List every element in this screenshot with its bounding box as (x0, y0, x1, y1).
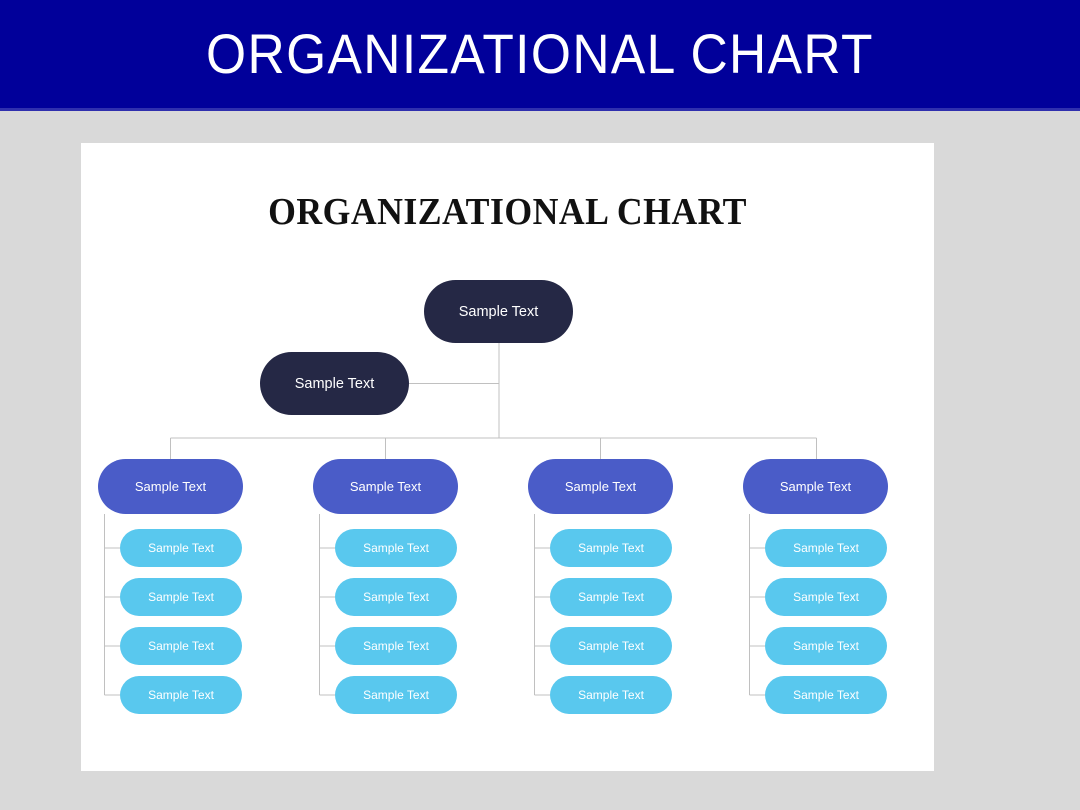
node-leaf-0-0-label: Sample Text (148, 541, 214, 555)
node-leaf-0-0[interactable]: Sample Text (120, 529, 242, 567)
node-leaf-1-3[interactable]: Sample Text (335, 676, 457, 714)
banner-underline (0, 108, 1080, 111)
header-banner: ORGANIZATIONAL CHART (0, 0, 1080, 108)
node-leaf-2-1[interactable]: Sample Text (550, 578, 672, 616)
node-leaf-3-1-label: Sample Text (793, 590, 859, 604)
node-leaf-0-1[interactable]: Sample Text (120, 578, 242, 616)
node-leaf-3-0[interactable]: Sample Text (765, 529, 887, 567)
node-leaf-2-2[interactable]: Sample Text (550, 627, 672, 665)
node-division-1[interactable]: Sample Text (313, 459, 458, 514)
node-leaf-2-1-label: Sample Text (578, 590, 644, 604)
node-leaf-0-1-label: Sample Text (148, 590, 214, 604)
node-leaf-1-1[interactable]: Sample Text (335, 578, 457, 616)
node-leaf-1-0-label: Sample Text (363, 541, 429, 555)
node-division-2[interactable]: Sample Text (528, 459, 673, 514)
node-leaf-2-2-label: Sample Text (578, 639, 644, 653)
node-leaf-1-0[interactable]: Sample Text (335, 529, 457, 567)
node-leaf-1-3-label: Sample Text (363, 688, 429, 702)
node-leaf-2-0[interactable]: Sample Text (550, 529, 672, 567)
node-leaf-2-0-label: Sample Text (578, 541, 644, 555)
node-leaf-0-3[interactable]: Sample Text (120, 676, 242, 714)
node-leaf-3-3-label: Sample Text (793, 688, 859, 702)
node-assistant[interactable]: Sample Text (260, 352, 409, 415)
node-assistant-label: Sample Text (294, 375, 375, 392)
node-leaf-3-2[interactable]: Sample Text (765, 627, 887, 665)
node-leaf-1-2[interactable]: Sample Text (335, 627, 457, 665)
node-division-2-label: Sample Text (564, 479, 637, 494)
node-division-0-label: Sample Text (134, 479, 207, 494)
node-leaf-1-2-label: Sample Text (363, 639, 429, 653)
chart-title: ORGANIZATIONAL CHART (268, 191, 747, 233)
node-leaf-0-3-label: Sample Text (148, 688, 214, 702)
node-leaf-3-1[interactable]: Sample Text (765, 578, 887, 616)
node-leaf-3-3[interactable]: Sample Text (765, 676, 887, 714)
node-leaf-0-2[interactable]: Sample Text (120, 627, 242, 665)
node-leaf-0-2-label: Sample Text (148, 639, 214, 653)
node-leaf-2-3[interactable]: Sample Text (550, 676, 672, 714)
connector-lines (103, 343, 818, 696)
node-leaf-1-1-label: Sample Text (363, 590, 429, 604)
node-leaf-2-3-label: Sample Text (578, 688, 644, 702)
node-root[interactable]: Sample Text (424, 280, 573, 343)
org-chart-diagram: Sample Text Sample Text Sample Text Samp… (81, 143, 934, 771)
node-division-1-label: Sample Text (349, 479, 422, 494)
banner-title: ORGANIZATIONAL CHART (206, 22, 874, 85)
node-root-label: Sample Text (458, 303, 539, 320)
node-division-3-label: Sample Text (779, 479, 852, 494)
node-division-3[interactable]: Sample Text (743, 459, 888, 514)
node-leaf-3-2-label: Sample Text (793, 639, 859, 653)
node-leaf-3-0-label: Sample Text (793, 541, 859, 555)
slide-card: ORGANIZATIONAL CHART (81, 143, 934, 771)
node-division-0[interactable]: Sample Text (98, 459, 243, 514)
